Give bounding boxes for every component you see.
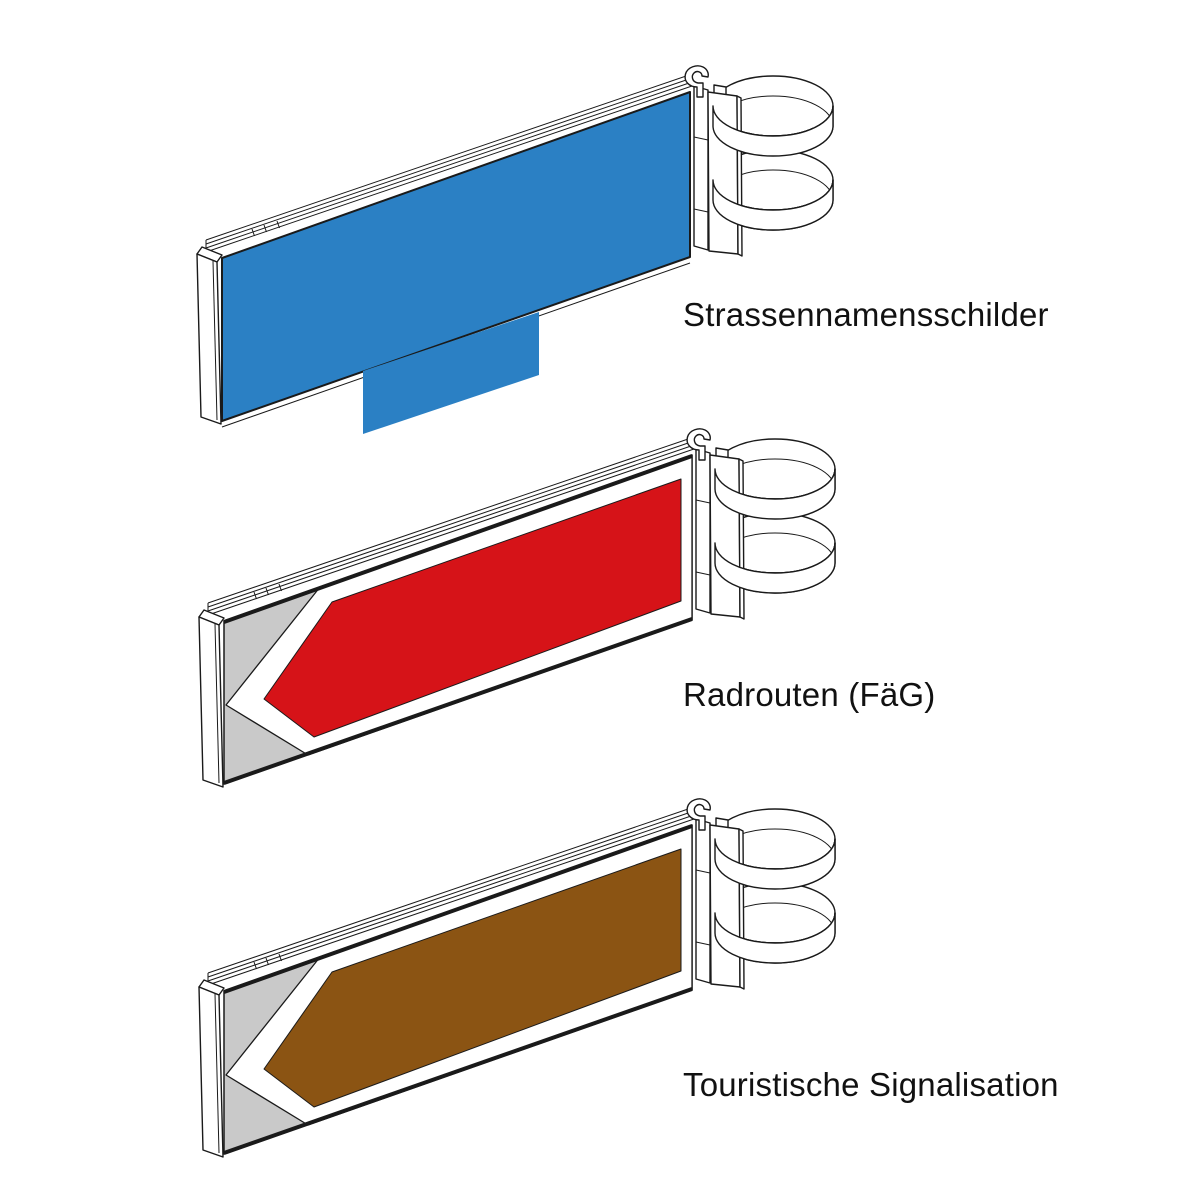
sign3-bottom-edge	[223, 987, 693, 1155]
sign3-arrow	[263, 848, 682, 1108]
sign-radrouten	[198, 428, 836, 788]
label-touristische-signalisation: Touristische Signalisation	[683, 1066, 1059, 1103]
sign-strassennamensschilder	[196, 65, 834, 434]
sign2-arrow	[263, 478, 682, 738]
sign1-panel	[221, 91, 691, 422]
sign1-small-panel	[363, 312, 539, 434]
sign-touristische-signalisation	[198, 798, 836, 1158]
sign3-top-edge	[223, 824, 693, 994]
label-strassennamensschilder: Strassennamensschilder	[683, 296, 1049, 333]
label-radrouten: Radrouten (FäG)	[683, 676, 936, 713]
sign2-top-edge	[223, 454, 693, 624]
sign2-bottom-edge	[223, 617, 693, 785]
